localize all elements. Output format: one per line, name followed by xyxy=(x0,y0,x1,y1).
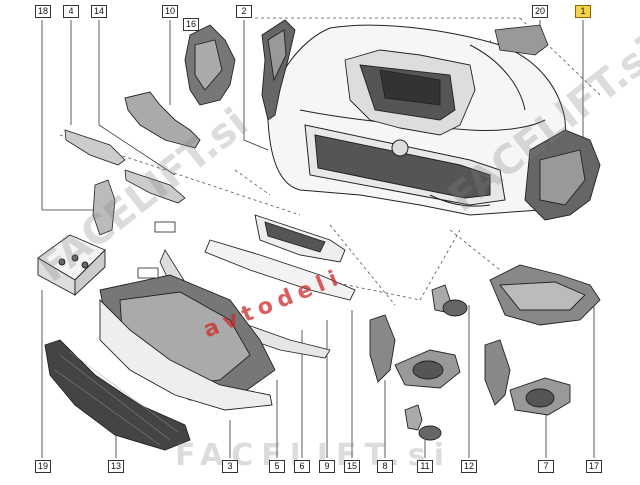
bumper-lower-strip xyxy=(204,239,356,301)
grille-bar xyxy=(69,351,179,433)
callout-2: 2 xyxy=(236,5,252,18)
fog-lamp-bezel-right xyxy=(484,339,571,416)
trim-10 xyxy=(124,91,201,149)
upper-reinforcement xyxy=(344,49,476,136)
callout-7: 7 xyxy=(538,460,554,473)
callout-17: 17 xyxy=(586,460,602,473)
lower-grille-insert xyxy=(254,214,346,263)
left-side-bracket xyxy=(261,19,296,121)
bracket-18 xyxy=(92,179,116,236)
leader-2b xyxy=(243,139,269,151)
fog-lamp-12 xyxy=(431,284,468,317)
clip-kit-19 xyxy=(37,234,106,297)
callout-13: 13 xyxy=(108,460,124,473)
callout-6: 6 xyxy=(294,460,310,473)
fog-lamp-bezel-left xyxy=(369,314,461,389)
strip-14 xyxy=(124,169,186,204)
callout-8: 8 xyxy=(377,460,393,473)
grille-bar xyxy=(54,369,161,446)
callout-19: 19 xyxy=(35,460,51,473)
right-side-bracket xyxy=(524,129,601,221)
callout-15: 15 xyxy=(344,460,360,473)
assembly-line xyxy=(419,229,461,301)
callout-3: 3 xyxy=(222,460,238,473)
assembly-line xyxy=(449,229,501,271)
assembly-line xyxy=(234,169,271,196)
bracket-16 xyxy=(184,24,236,106)
callout-11: 11 xyxy=(417,460,433,473)
bracket-17 xyxy=(489,264,601,326)
callout-5: 5 xyxy=(269,460,285,473)
callout-1-highlighted: 1 xyxy=(575,5,591,18)
small-clip xyxy=(137,221,176,279)
callout-14: 14 xyxy=(91,5,107,18)
strip-4 xyxy=(64,129,126,166)
clip-20 xyxy=(494,24,549,56)
assembly-line xyxy=(329,224,396,306)
callout-9: 9 xyxy=(319,460,335,473)
grille-bar xyxy=(59,354,171,441)
callout-20: 20 xyxy=(532,5,548,18)
callout-4: 4 xyxy=(63,5,79,18)
callout-18: 18 xyxy=(35,5,51,18)
callout-16: 16 xyxy=(183,18,199,31)
callout-12: 12 xyxy=(461,460,477,473)
lower-lip-3 xyxy=(99,298,273,411)
leader-14b xyxy=(98,124,176,176)
fog-lamp-11 xyxy=(404,404,442,441)
lower-grille xyxy=(44,339,191,451)
callout-10: 10 xyxy=(162,5,178,18)
